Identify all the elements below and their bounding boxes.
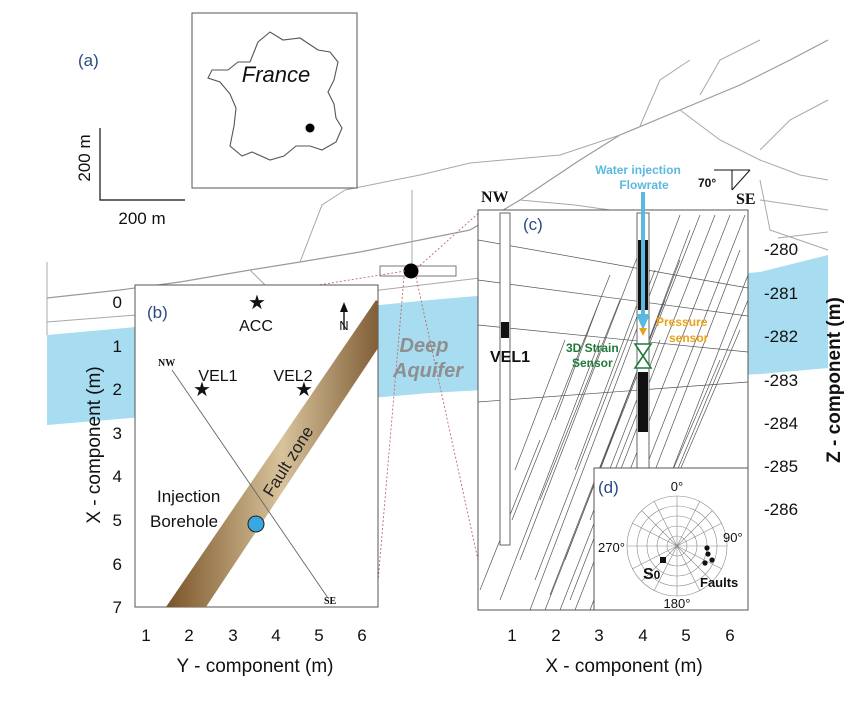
- svg-text:-286: -286: [764, 500, 798, 519]
- deep-aquifer-label-1: Deep: [400, 335, 449, 357]
- svg-text:5: 5: [681, 626, 690, 645]
- stereonet-270-label: 270°: [598, 540, 625, 555]
- injection-borehole-marker: [247, 515, 265, 533]
- svg-text:-284: -284: [764, 414, 798, 433]
- injection-label-1: Injection: [157, 487, 220, 506]
- svg-text:4: 4: [271, 626, 280, 645]
- star-vel2-icon: ★: [295, 379, 313, 401]
- vel1-label-c: VEL1: [490, 349, 530, 366]
- fault-pole-3: [702, 560, 708, 566]
- svg-text:-282: -282: [764, 327, 798, 346]
- svg-text:3: 3: [113, 424, 122, 443]
- topography-line: [46, 39, 829, 299]
- station-vel1-label: VEL1: [198, 368, 237, 385]
- svg-text:1: 1: [141, 626, 150, 645]
- fault-zone-band: [166, 300, 378, 607]
- svg-text:4: 4: [638, 626, 647, 645]
- fault-pole-1: [705, 551, 711, 557]
- injection-label-2: Borehole: [150, 512, 218, 531]
- s0-pole-marker: [660, 557, 666, 563]
- star-acc-icon: ★: [248, 292, 266, 314]
- strain-label-1: 3D Strain: [566, 341, 619, 355]
- panel-c-z-ticks: -280 -281 -282 -283 -284 -285 -286: [764, 240, 798, 519]
- panel-b-xlabel: Y - component (m): [177, 656, 334, 677]
- north-label: N: [339, 318, 348, 333]
- france-label: France: [242, 62, 310, 87]
- france-outline: [207, 31, 343, 161]
- svg-text:5: 5: [113, 511, 122, 530]
- svg-text:3: 3: [594, 626, 603, 645]
- svg-text:1: 1: [507, 626, 516, 645]
- panel-c-x-ticks: 1 2 3 4 5 6: [507, 626, 734, 645]
- packer-lower: [638, 372, 648, 432]
- nw-label-b: NW: [158, 358, 175, 369]
- vel1-borehole: [499, 212, 511, 546]
- panel-b-label: (b): [147, 303, 168, 322]
- panel-c-label: (c): [523, 215, 543, 234]
- stereonet-0-label: 0°: [671, 479, 683, 494]
- station-vel2-label: VEL2: [273, 368, 312, 385]
- svg-text:6: 6: [357, 626, 366, 645]
- panel-d-frame: [593, 467, 749, 611]
- vel1-sensor: [501, 322, 509, 338]
- station-acc-label: ACC: [239, 318, 273, 335]
- nw-label-c: NW: [481, 189, 509, 206]
- pressure-sensor-icon: [639, 328, 647, 336]
- north-arrow-icon: [340, 302, 348, 330]
- dip-angle-label: 70°: [698, 176, 716, 190]
- panel-b-y-ticks: 0 1 2 3 4 5 6 7: [113, 293, 122, 617]
- se-label-c: SE: [736, 191, 756, 208]
- svg-text:-285: -285: [764, 457, 798, 476]
- svg-text:6: 6: [725, 626, 734, 645]
- svg-text:6: 6: [113, 555, 122, 574]
- svg-text:2: 2: [113, 380, 122, 399]
- svg-text:1: 1: [113, 337, 122, 356]
- panel-b-x-ticks: 1 2 3 4 5 6: [141, 626, 366, 645]
- svg-text:5: 5: [314, 626, 323, 645]
- panel-d-label: (d): [598, 478, 619, 497]
- strain-label-2: Sensor: [572, 356, 613, 370]
- scale-horizontal-label: 200 m: [118, 209, 165, 228]
- scale-vertical-label: 200 m: [75, 134, 94, 181]
- panel-c-zlabel: Z - component (m): [824, 297, 845, 463]
- svg-text:4: 4: [113, 467, 122, 486]
- pressure-label-2: sensor: [669, 331, 709, 345]
- svg-text:2: 2: [184, 626, 193, 645]
- svg-text:-280: -280: [764, 240, 798, 259]
- stereonet-180-label: 180°: [664, 596, 691, 611]
- panel-b-frame: [134, 284, 379, 608]
- water-arrow-head-icon: [636, 314, 650, 330]
- se-label-b: SE: [324, 596, 337, 607]
- site-location-dot: [305, 123, 315, 133]
- fault-pole-4: [704, 545, 710, 551]
- panel-b: (b) ★ ACC ★ VEL1 ★ VEL2 N NW SE Fault zo…: [84, 284, 379, 677]
- panel-d: (d) 0° 90° 180°: [593, 467, 749, 611]
- s0-label: S0: [643, 566, 661, 583]
- stereonet: [626, 495, 728, 597]
- dip-symbol-icon: [714, 169, 751, 191]
- svg-text:-281: -281: [764, 284, 798, 303]
- fault-pole-2: [709, 557, 715, 563]
- svg-text:7: 7: [113, 598, 122, 617]
- svg-text:3: 3: [228, 626, 237, 645]
- svg-text:0: 0: [113, 293, 122, 312]
- injection-site-marker: [403, 263, 419, 279]
- svg-text:-283: -283: [764, 371, 798, 390]
- panel-c-xlabel: X - component (m): [545, 656, 702, 677]
- panel-c: VEL1 Water injection Flowrate Pressure s…: [477, 163, 845, 677]
- panel-a-label: (a): [78, 51, 99, 70]
- pressure-label-1: Pressure: [656, 315, 708, 329]
- panel-b-ylabel: X - component (m): [84, 366, 105, 523]
- strain-sensor-icon: [633, 343, 653, 369]
- deep-aquifer-label-2: Aquifer: [392, 360, 464, 382]
- svg-text:2: 2: [551, 626, 560, 645]
- nw-se-profile-line: [171, 369, 329, 599]
- scale-bar: [99, 128, 185, 201]
- star-vel1-icon: ★: [193, 379, 211, 401]
- faults-label: Faults: [700, 575, 738, 590]
- water-injection-label-1: Water injection: [595, 163, 681, 177]
- stereonet-90-label: 90°: [723, 530, 743, 545]
- water-injection-label-2: Flowrate: [619, 178, 669, 192]
